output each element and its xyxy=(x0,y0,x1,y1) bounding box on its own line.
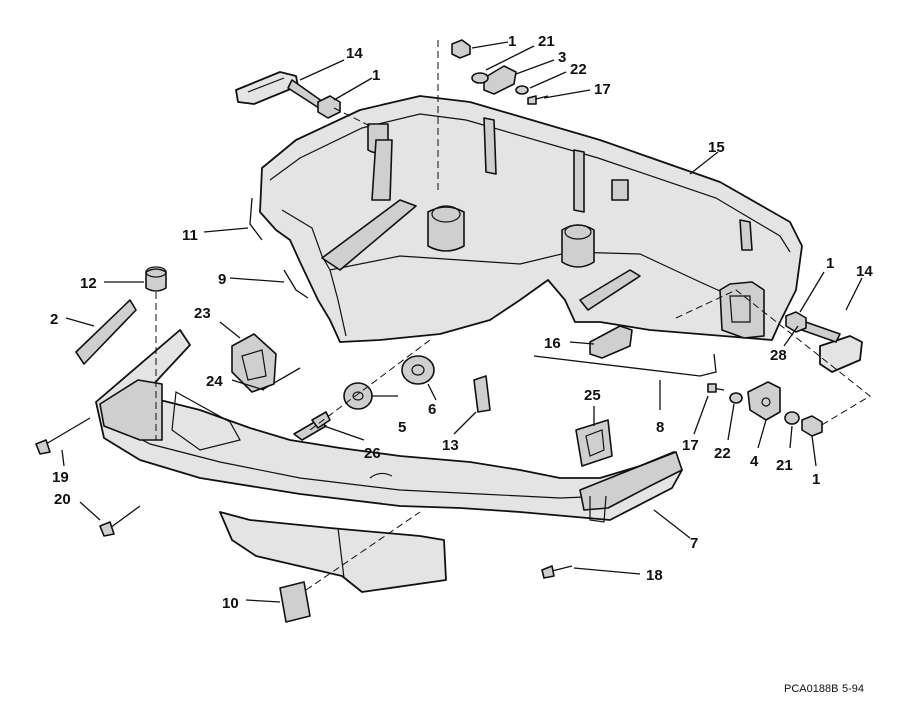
callout-9: 9 xyxy=(218,271,226,288)
callout-10: 10 xyxy=(222,595,239,612)
callout-1-right-lower: 1 xyxy=(812,471,820,488)
callout-14-upper: 14 xyxy=(346,45,363,62)
callout-19: 19 xyxy=(52,469,69,486)
seal-part-11 xyxy=(249,197,263,241)
callout-26: 26 xyxy=(364,445,381,462)
callout-25: 25 xyxy=(584,387,601,404)
callout-8: 8 xyxy=(656,419,664,436)
washers-21-22 xyxy=(471,72,800,425)
callout-22-upper: 22 xyxy=(570,61,587,78)
callout-11: 11 xyxy=(182,227,198,244)
upper-cover-part-15 xyxy=(259,95,803,343)
callout-4: 4 xyxy=(750,453,759,470)
callout-1-upper-center: 1 xyxy=(508,33,516,50)
lower-cover-part-7 xyxy=(95,329,683,593)
nut-part-1-group xyxy=(317,39,823,437)
drawing-code: PCA0188B xyxy=(784,683,838,695)
seal-part-9 xyxy=(283,269,309,299)
callout-18: 18 xyxy=(646,567,663,584)
callout-22-right: 22 xyxy=(714,445,731,462)
alignment-lines xyxy=(155,40,871,591)
callout-16: 16 xyxy=(544,335,561,352)
seal-strip-part-2 xyxy=(75,299,137,365)
callout-28: 28 xyxy=(770,347,787,364)
screws-17-18-19-20-24 xyxy=(35,95,725,579)
callout-2: 2 xyxy=(50,311,58,328)
callout-5: 5 xyxy=(398,419,406,436)
drawing-reference: PCA0188B 5-94 xyxy=(784,683,864,695)
callout-21-upper: 21 xyxy=(538,33,555,50)
retainer-part-23 xyxy=(231,333,277,393)
grommet-part-12 xyxy=(145,266,167,292)
callout-12: 12 xyxy=(80,275,97,292)
callout-14-right: 14 xyxy=(856,263,873,280)
callout-15: 15 xyxy=(708,139,725,156)
callout-3: 3 xyxy=(558,49,566,66)
callout-7: 7 xyxy=(690,535,698,552)
link-rod-part-8 xyxy=(533,353,717,377)
latch-part-3 xyxy=(483,65,517,95)
mount-part-6 xyxy=(401,355,435,385)
callout-1-upper-left: 1 xyxy=(372,67,380,84)
callout-13: 13 xyxy=(442,437,459,454)
handle-part-14-upper xyxy=(235,71,327,111)
callout-17-upper: 17 xyxy=(594,81,611,98)
pad-part-10 xyxy=(279,581,311,623)
callout-1-right-upper: 1 xyxy=(826,255,834,272)
callout-24: 24 xyxy=(206,373,223,390)
callout-20: 20 xyxy=(54,491,71,508)
callout-17-right: 17 xyxy=(682,437,699,454)
callout-6: 6 xyxy=(428,401,436,418)
callout-21-right: 21 xyxy=(776,457,793,474)
plate-part-25 xyxy=(575,419,613,467)
leader-lines xyxy=(61,41,863,603)
callout-labels: 14 1 1 21 3 22 17 15 11 9 12 2 23 24 1 1… xyxy=(50,33,873,612)
callout-23: 23 xyxy=(194,305,211,322)
drawing-date: 5-94 xyxy=(842,683,864,695)
latch-part-4 xyxy=(747,381,781,421)
clip-part-13 xyxy=(473,375,491,413)
pad-part-16 xyxy=(589,325,633,359)
